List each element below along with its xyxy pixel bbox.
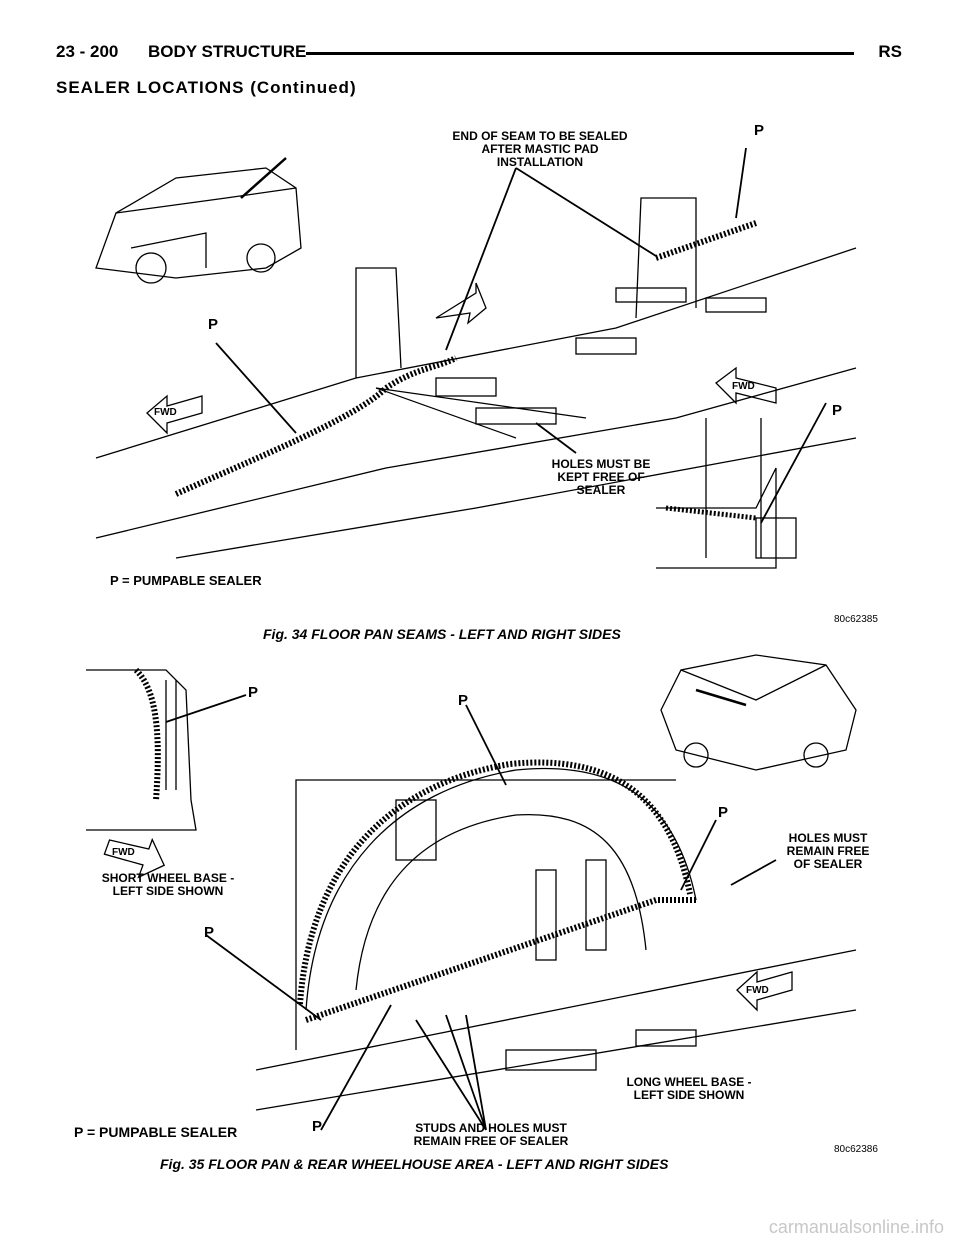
figure-35-illustration xyxy=(86,654,857,1131)
label-fwd-right: FWD xyxy=(732,381,755,392)
label-holes-remain-free: HOLES MUST REMAIN FREE OF SEALER xyxy=(786,831,870,871)
label-p-left: P xyxy=(208,316,219,333)
label-fwd-left: FWD xyxy=(154,407,177,418)
figure-35-id: 80c62386 xyxy=(834,1144,878,1155)
label-p-top-right: P xyxy=(754,122,765,139)
label-short-wheel-base: SHORT WHEEL BASE - LEFT SIDE SHOWN xyxy=(101,871,235,898)
label-p-short-wb: P xyxy=(248,684,259,701)
label-p-right-inset: P xyxy=(832,402,843,419)
label-p-bottom: P xyxy=(312,1118,323,1135)
label-p-arch-top: P xyxy=(458,692,469,709)
page-header: 23 - 200 BODY STRUCTURE RS xyxy=(56,42,902,82)
label-end-of-seam: END OF SEAM TO BE SEALED AFTER MASTIC PA… xyxy=(452,129,628,169)
section-title: BODY STRUCTURE xyxy=(148,42,307,61)
label-fwd-short-wb: FWD xyxy=(112,847,135,858)
header-rule xyxy=(306,52,854,55)
legend-pumpable-sealer-35: P = PUMPABLE SEALER xyxy=(74,1124,238,1140)
label-p-arch-right: P xyxy=(718,804,729,821)
label-long-wheel-base: LONG WHEEL BASE - LEFT SIDE SHOWN xyxy=(626,1075,752,1102)
figure-34: END OF SEAM TO BE SEALED AFTER MASTIC PA… xyxy=(56,118,906,648)
label-holes-kept-free: HOLES MUST BE KEPT FREE OF SEALER xyxy=(551,457,651,497)
figure-34-illustration xyxy=(95,147,857,569)
legend-pumpable-sealer: P = PUMPABLE SEALER xyxy=(110,573,262,588)
label-p-arch-left: P xyxy=(204,924,215,941)
figure-35: P P P P P HOLES MUST REMAIN FREE OF SEAL… xyxy=(56,650,906,1180)
subheading: SEALER LOCATIONS (Continued) xyxy=(56,78,357,97)
label-studs-holes: STUDS AND HOLES MUST REMAIN FREE OF SEAL… xyxy=(413,1121,569,1148)
watermark: carmanualsonline.info xyxy=(768,1217,944,1237)
page-number: 23 - 200 xyxy=(56,42,119,61)
model-code: RS xyxy=(878,42,902,61)
figure-34-caption: Fig. 34 FLOOR PAN SEAMS - LEFT AND RIGHT… xyxy=(263,626,621,642)
figure-34-id: 80c62385 xyxy=(834,614,878,625)
label-fwd-long-wb: FWD xyxy=(746,985,769,996)
figure-35-caption: Fig. 35 FLOOR PAN & REAR WHEELHOUSE AREA… xyxy=(160,1156,669,1172)
